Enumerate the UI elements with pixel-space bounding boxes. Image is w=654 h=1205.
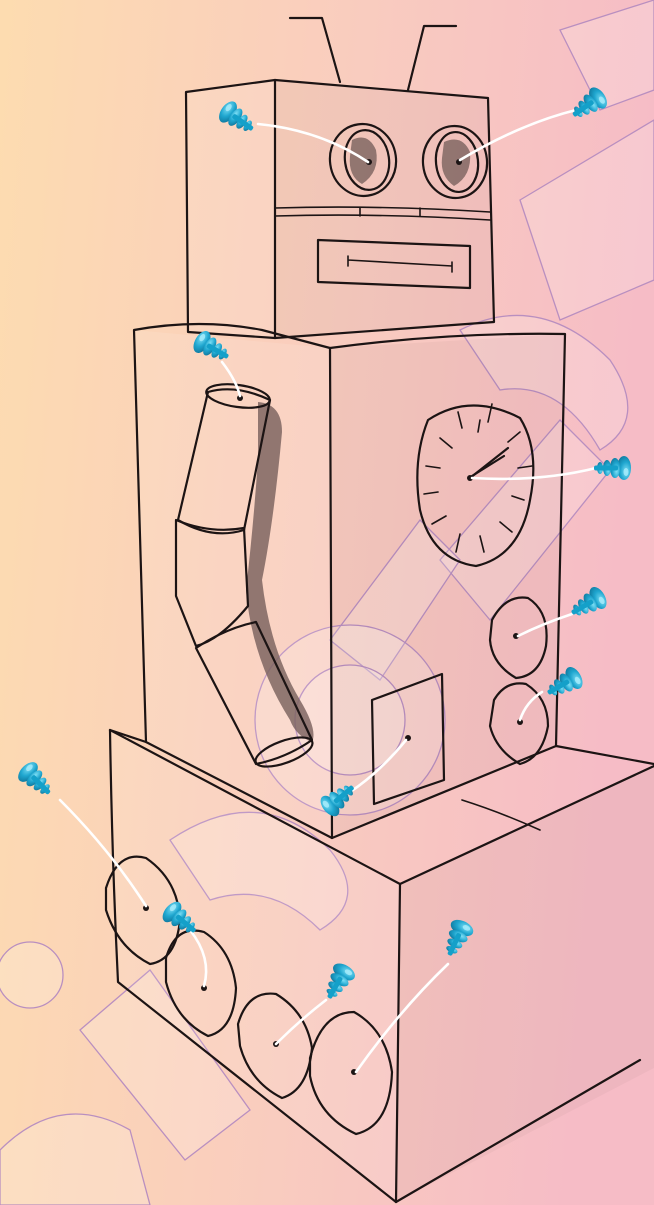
robot-torso: [134, 324, 565, 838]
